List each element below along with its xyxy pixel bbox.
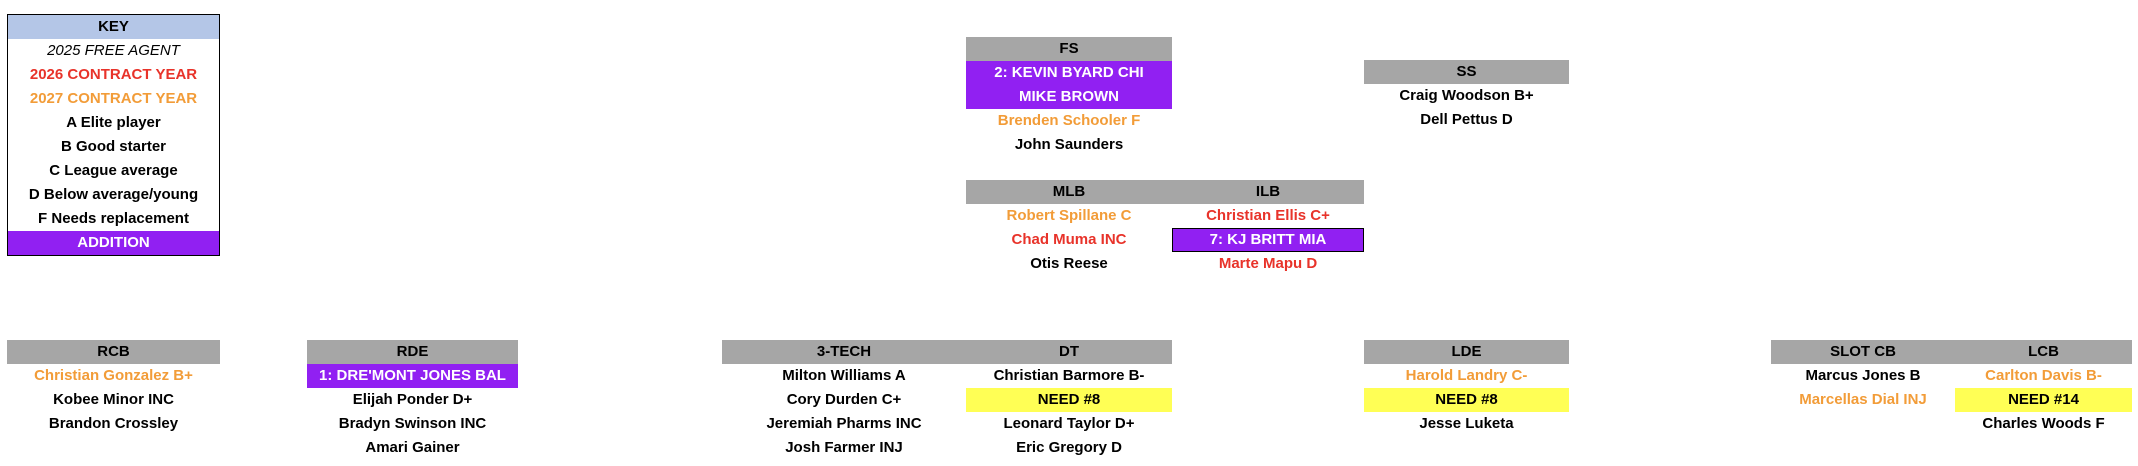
player-cell[interactable]: Bradyn Swinson INC	[338, 415, 487, 432]
position-group-three-tech: 3-TECH Milton Williams A Cory Durden C+ Jer…	[722, 340, 966, 460]
player-cell[interactable]: Marcus Jones B	[1805, 367, 1921, 384]
player-cell[interactable]: Craig Woodson B+	[1399, 87, 1534, 104]
player-cell[interactable]: Carlton Davis B-	[1985, 367, 2102, 384]
key-item: 2027 CONTRACT YEAR	[29, 90, 198, 107]
position-header: FS	[966, 37, 1172, 61]
position-header: LCB	[1955, 340, 2132, 364]
position-header: MLB	[966, 180, 1172, 204]
player-cell[interactable]: MIKE BROWN	[966, 85, 1172, 109]
player-cell[interactable]: Elijah Ponder D+	[352, 391, 473, 408]
player-cell[interactable]: Marcellas Dial INJ	[1799, 391, 1927, 408]
position-group-slot-cb: SLOT CB Marcus Jones B Marcellas Dial INJ	[1771, 340, 1955, 412]
player-cell[interactable]: Christian Barmore B-	[993, 367, 1145, 384]
player-cell[interactable]: Amari Gainer	[365, 439, 460, 456]
player-cell[interactable]: John Saunders	[1014, 136, 1124, 153]
player-cell[interactable]: Leonard Taylor D+	[1003, 415, 1135, 432]
position-group-ilb: ILB Christian Ellis C+ 7: KJ BRITT MIA Mart…	[1172, 180, 1364, 276]
position-header: DT	[966, 340, 1172, 364]
player-cell[interactable]: Chad Muma INC	[1011, 231, 1127, 248]
key-item: D Below average/young	[28, 186, 199, 203]
player-cell[interactable]: Milton Williams A	[782, 367, 906, 384]
player-cell[interactable]: Brenden Schooler F	[997, 112, 1141, 129]
player-cell[interactable]: Dell Pettus D	[1420, 111, 1513, 128]
key-item: 2025 FREE AGENT	[47, 42, 180, 59]
player-cell[interactable]: Harold Landry C-	[1405, 367, 1528, 384]
key-item: F Needs replacement	[38, 210, 189, 227]
player-cell[interactable]: Charles Woods F	[1982, 415, 2105, 432]
position-header: SS	[1364, 60, 1569, 84]
key-item: ADDITION	[8, 231, 219, 255]
position-header: LDE	[1364, 340, 1569, 364]
position-group-dt: DT Christian Barmore B- NEED #8 Leonard Tay…	[966, 340, 1172, 460]
position-group-lde: LDE Harold Landry C- NEED #8 Jesse Luketa	[1364, 340, 1569, 436]
player-cell[interactable]: Otis Reese	[1030, 255, 1108, 272]
player-cell[interactable]: Robert Spillane C	[1006, 207, 1132, 224]
player-cell[interactable]: Eric Gregory D	[1016, 439, 1122, 456]
key-item: 2026 CONTRACT YEAR	[29, 66, 198, 83]
position-group-ss: SS Craig Woodson B+ Dell Pettus D	[1364, 60, 1569, 132]
player-cell[interactable]: Kobee Minor INC	[53, 391, 174, 408]
player-cell[interactable]: Jeremiah Pharms INC	[766, 415, 922, 432]
need-cell[interactable]: NEED #8	[966, 388, 1172, 412]
player-cell[interactable]: Cory Durden C+	[786, 391, 902, 408]
key-item: B Good starter	[60, 138, 166, 155]
position-group-rcb: RCB Christian Gonzalez B+ Kobee Minor INC B…	[7, 340, 220, 436]
need-cell[interactable]: NEED #14	[1955, 388, 2132, 412]
player-cell[interactable]: Christian Ellis C+	[1206, 207, 1330, 224]
player-cell[interactable]: Marte Mapu D	[1218, 255, 1318, 272]
position-header: SLOT CB	[1771, 340, 1955, 364]
position-header: RDE	[307, 340, 518, 364]
player-cell[interactable]: 2: KEVIN BYARD CHI	[966, 61, 1172, 85]
key-legend: KEY 2025 FREE AGENT 2026 CONTRACT YEAR 202…	[7, 14, 220, 256]
need-cell[interactable]: NEED #8	[1364, 388, 1569, 412]
key-title: KEY	[8, 15, 219, 39]
player-cell[interactable]: 7: KJ BRITT MIA	[1172, 228, 1364, 252]
position-header: 3-TECH	[722, 340, 966, 364]
player-cell[interactable]: Christian Gonzalez B+	[34, 367, 193, 384]
player-cell[interactable]: Josh Farmer INJ	[785, 439, 903, 456]
player-cell[interactable]: 1: DRE'MONT JONES BAL	[307, 364, 518, 388]
position-header: RCB	[7, 340, 220, 364]
key-item: C League average	[49, 162, 178, 179]
player-cell[interactable]: Jesse Luketa	[1419, 415, 1514, 432]
position-header: ILB	[1172, 180, 1364, 204]
key-item: A Elite player	[66, 114, 161, 131]
position-group-mlb: MLB Robert Spillane C Chad Muma INC Otis Re…	[966, 180, 1172, 276]
player-cell[interactable]: Brandon Crossley	[48, 415, 179, 432]
